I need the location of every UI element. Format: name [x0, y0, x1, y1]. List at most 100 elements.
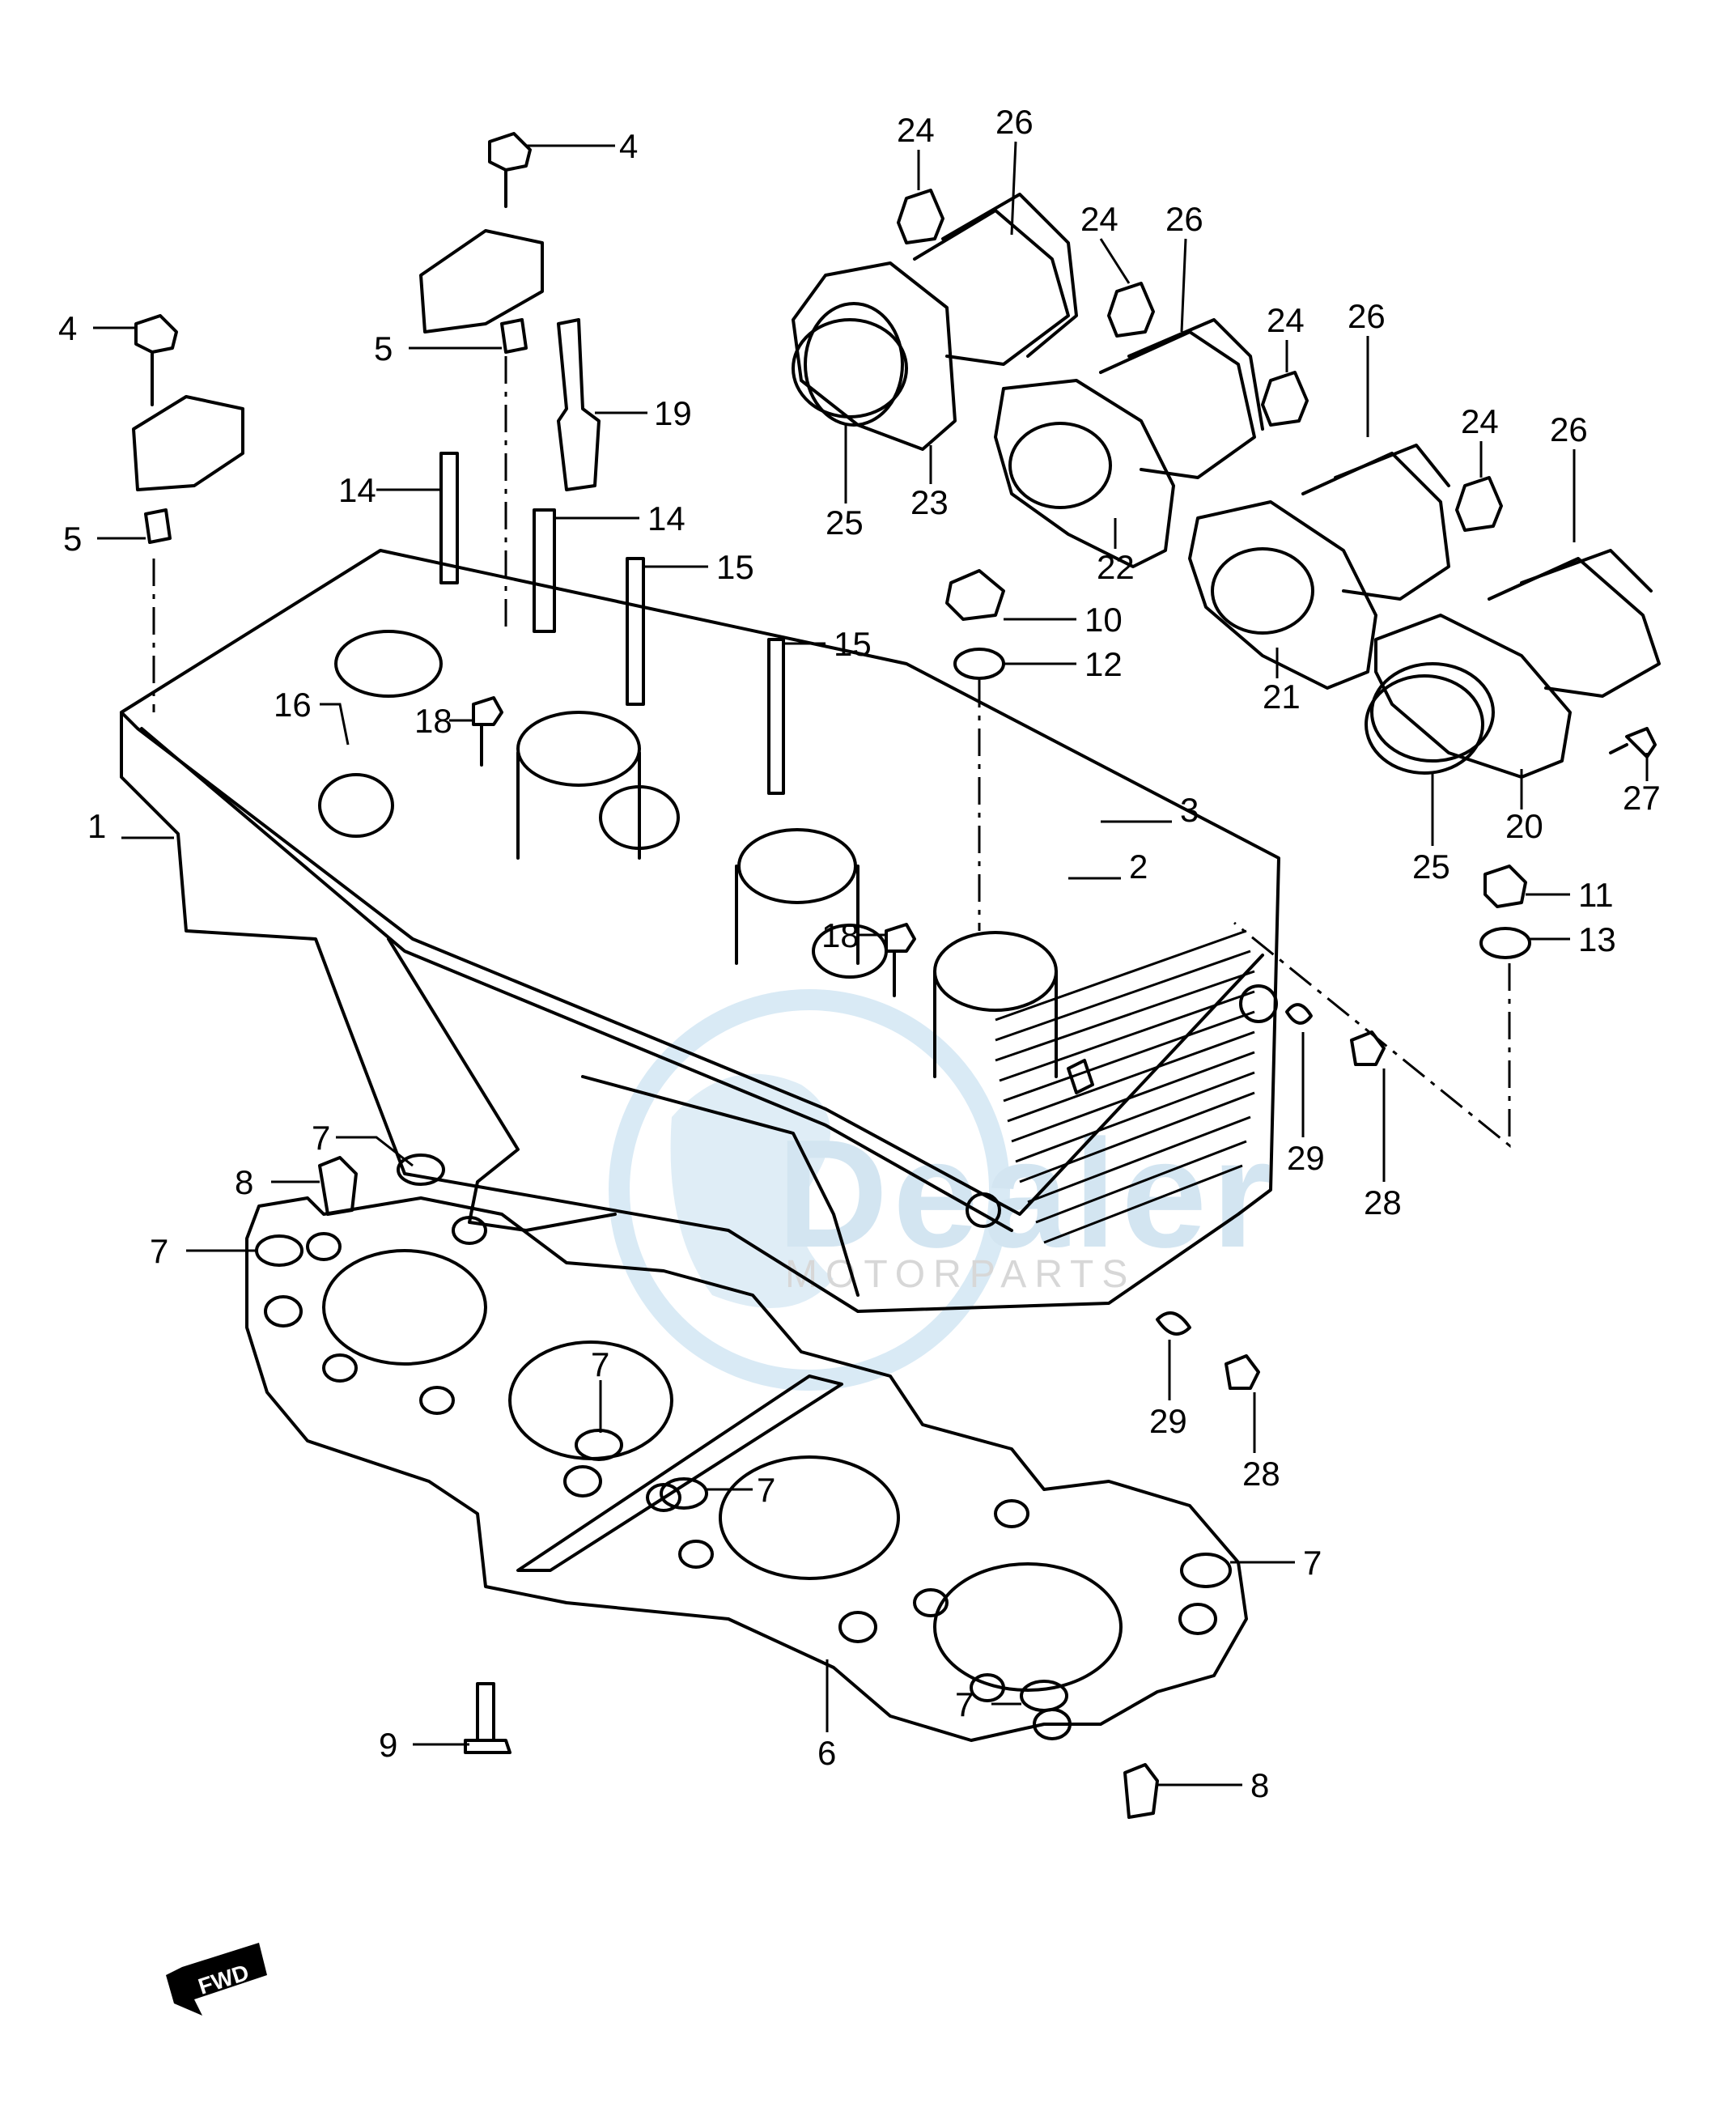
- plug-28-b: [1225, 1354, 1260, 1390]
- callout-c26b: 26: [1165, 200, 1203, 333]
- callout-c15a: 15: [643, 548, 754, 586]
- callout-label: 10: [1084, 601, 1123, 639]
- callout-c25b: 25: [1412, 773, 1450, 886]
- callout-c24d: 24: [1461, 402, 1499, 478]
- callout-leader: [1099, 238, 1131, 284]
- washer-29-b: [1156, 1311, 1191, 1336]
- callout-label: 14: [338, 471, 376, 509]
- callout-c10: 10: [1004, 601, 1123, 639]
- callout-label: 18: [821, 916, 860, 954]
- bolt-4-lower: [134, 314, 178, 406]
- callout-label: 24: [1267, 301, 1305, 339]
- callout-c14b: 14: [554, 499, 685, 537]
- callout-c24b: 24: [1080, 200, 1131, 284]
- intake-pipe-22: [994, 318, 1264, 568]
- o-ring-25-rear: [1365, 674, 1484, 775]
- callout-c28a: 28: [1364, 1068, 1402, 1221]
- callout-label: 24: [1461, 402, 1499, 440]
- callout-label: 3: [1180, 791, 1199, 829]
- callout-label: 26: [1165, 200, 1203, 238]
- cap-24-c: [1261, 371, 1309, 427]
- bolt-9: [464, 1682, 511, 1754]
- callout-label: 28: [1242, 1455, 1280, 1493]
- callout-c7a: 7: [312, 1119, 414, 1167]
- plug-28-a: [1350, 1030, 1386, 1066]
- callout-label: 24: [897, 111, 935, 149]
- callout-c28b: 28: [1242, 1392, 1280, 1493]
- callout-label: 5: [63, 520, 82, 558]
- callout-c20: 20: [1505, 769, 1543, 845]
- callout-c12: 12: [1004, 645, 1123, 683]
- callout-label: 12: [1084, 645, 1123, 683]
- dowel-5-upper: [500, 318, 528, 354]
- o-ring-25-front: [804, 302, 904, 427]
- dowel-8-right: [1123, 1763, 1159, 1819]
- washer-12: [953, 648, 1005, 680]
- cap-24-d: [1455, 476, 1503, 532]
- callout-label: 9: [379, 1726, 397, 1764]
- callout-leader: [1010, 141, 1017, 236]
- callout-label: 4: [58, 309, 77, 347]
- callout-label: 8: [235, 1163, 253, 1201]
- callout-c29a: 29: [1287, 1032, 1325, 1177]
- callout-c4b: 4: [58, 309, 136, 347]
- cam-holder-upper: [419, 229, 544, 334]
- callout-label: 22: [1097, 548, 1135, 586]
- callout-c1: 1: [87, 807, 174, 845]
- intake-pipe-20: [1370, 549, 1661, 779]
- cap-nut-10: [945, 569, 1005, 621]
- callout-c29b: 29: [1149, 1340, 1187, 1440]
- watermark-ring: [609, 989, 1010, 1391]
- callout-label: 26: [1348, 297, 1386, 335]
- cylinder-head: [120, 549, 1280, 1313]
- callout-label: 7: [1303, 1544, 1322, 1582]
- screw-27: [1609, 727, 1657, 758]
- washer-29-a: [1285, 1003, 1313, 1025]
- intake-pipe-23: [792, 193, 1078, 451]
- callout-c25a: 25: [826, 425, 864, 542]
- dowel-5-lower: [144, 508, 172, 544]
- callout-label: 29: [1149, 1402, 1187, 1440]
- callout-label: 28: [1364, 1183, 1402, 1221]
- callout-c19: 19: [595, 394, 692, 432]
- nut-11: [1483, 865, 1527, 908]
- bolt-18-center: [885, 923, 916, 997]
- callout-c7e: 7: [1230, 1544, 1322, 1582]
- direction-badge: FWD: [166, 1943, 267, 2016]
- callout-label: 5: [374, 329, 393, 367]
- callout-c5b: 5: [63, 520, 146, 558]
- cam-holder-lower: [132, 395, 244, 491]
- callout-label: 16: [274, 686, 312, 724]
- callout-label: 25: [1412, 848, 1450, 886]
- callout-label: 18: [414, 702, 452, 740]
- callout-label: 7: [312, 1119, 330, 1157]
- callout-c8a: 8: [235, 1163, 320, 1201]
- callout-label: 4: [619, 127, 638, 165]
- callout-label: 20: [1505, 807, 1543, 845]
- dowel-8-left: [318, 1156, 358, 1216]
- assembly-line-11-13: [1233, 921, 1511, 1149]
- callout-label: 6: [817, 1734, 836, 1772]
- callout-c23: 23: [910, 445, 949, 521]
- callout-label: 29: [1287, 1139, 1325, 1177]
- callout-c7d: 7: [706, 1471, 775, 1509]
- callout-label: 26: [995, 103, 1034, 141]
- o-ring-7-d: [660, 1477, 708, 1510]
- stud-15-center: [767, 638, 785, 795]
- callout-label: 8: [1250, 1766, 1269, 1804]
- callout-label: 24: [1080, 200, 1118, 238]
- callout-label: 25: [826, 503, 864, 542]
- intake-pipe-21: [1188, 444, 1450, 690]
- callout-c3: 3: [1101, 791, 1199, 829]
- callout-c24c: 24: [1267, 301, 1305, 372]
- callout-c26c: 26: [1348, 297, 1386, 437]
- bolt-4-upper: [488, 132, 532, 208]
- callout-c26a: 26: [995, 103, 1034, 236]
- callout-c5a: 5: [374, 329, 502, 367]
- callout-label: 15: [834, 625, 872, 663]
- watermark-subtext: MOTORPARTS: [785, 1253, 1135, 1296]
- callout-label: 15: [716, 548, 754, 586]
